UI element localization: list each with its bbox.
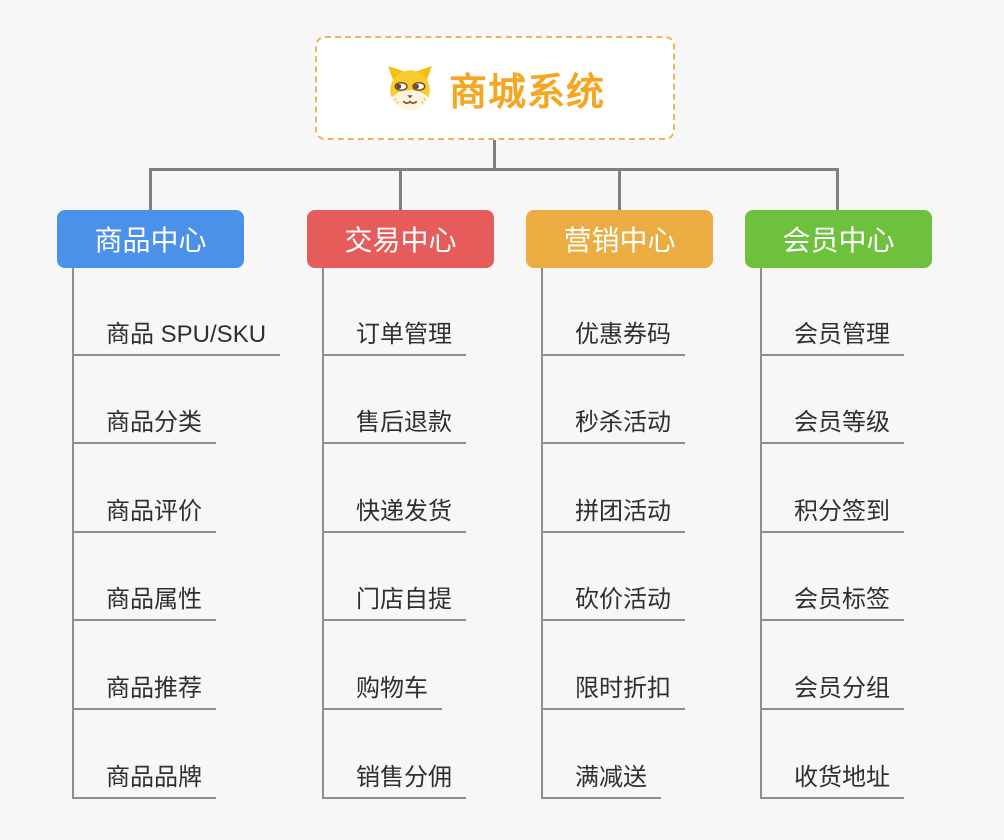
leaf-node[interactable]: 销售分佣	[322, 753, 466, 799]
leaf-node[interactable]: 购物车	[322, 664, 442, 710]
leaf-node[interactable]: 会员标签	[760, 575, 904, 621]
leaf-node[interactable]: 会员分组	[760, 664, 904, 710]
root-title: 商城系统	[448, 71, 605, 114]
branch-node-member-center[interactable]: 会员中心	[745, 210, 932, 268]
drop-connector-line	[399, 168, 402, 210]
branch-vertical-line	[72, 268, 74, 799]
leaf-node[interactable]: 商品评价	[72, 487, 216, 533]
leaf-node[interactable]: 秒杀活动	[541, 398, 685, 444]
leaf-node[interactable]: 商品 SPU/SKU	[72, 310, 281, 356]
leaf-node[interactable]: 订单管理	[322, 310, 466, 356]
leaf-node[interactable]: 砍价活动	[541, 575, 685, 621]
leaf-node[interactable]: 满减送	[541, 753, 661, 799]
leaf-node[interactable]: 积分签到	[760, 487, 904, 533]
leaf-node[interactable]: 商品推荐	[72, 664, 216, 710]
leaf-node[interactable]: 会员等级	[760, 398, 904, 444]
leaf-node[interactable]: 商品品牌	[72, 753, 216, 799]
leaf-node[interactable]: 商品分类	[72, 398, 216, 444]
leaf-node[interactable]: 收货地址	[760, 753, 904, 799]
leaf-node[interactable]: 商品属性	[72, 575, 216, 621]
shiba-dog-icon	[388, 66, 432, 110]
branch-node-marketing-center[interactable]: 营销中心	[526, 210, 713, 268]
leaf-node[interactable]: 优惠券码	[541, 310, 685, 356]
branch-vertical-line	[322, 268, 324, 799]
drop-connector-line	[149, 168, 152, 210]
trunk-connector-line	[493, 140, 496, 169]
leaf-node[interactable]: 会员管理	[760, 310, 904, 356]
branch-node-trade-center[interactable]: 交易中心	[307, 210, 494, 268]
bus-connector-line	[149, 168, 839, 171]
branch-node-product-center[interactable]: 商品中心	[57, 210, 244, 268]
drop-connector-line	[618, 168, 621, 210]
root-node[interactable]: 商城系统	[315, 36, 675, 140]
leaf-node[interactable]: 售后退款	[322, 398, 466, 444]
leaf-node[interactable]: 拼团活动	[541, 487, 685, 533]
branch-vertical-line	[541, 268, 543, 799]
leaf-node[interactable]: 快递发货	[322, 487, 466, 533]
leaf-node[interactable]: 限时折扣	[541, 664, 685, 710]
drop-connector-line	[836, 168, 839, 210]
branch-vertical-line	[760, 268, 762, 799]
leaf-node[interactable]: 门店自提	[322, 575, 466, 621]
